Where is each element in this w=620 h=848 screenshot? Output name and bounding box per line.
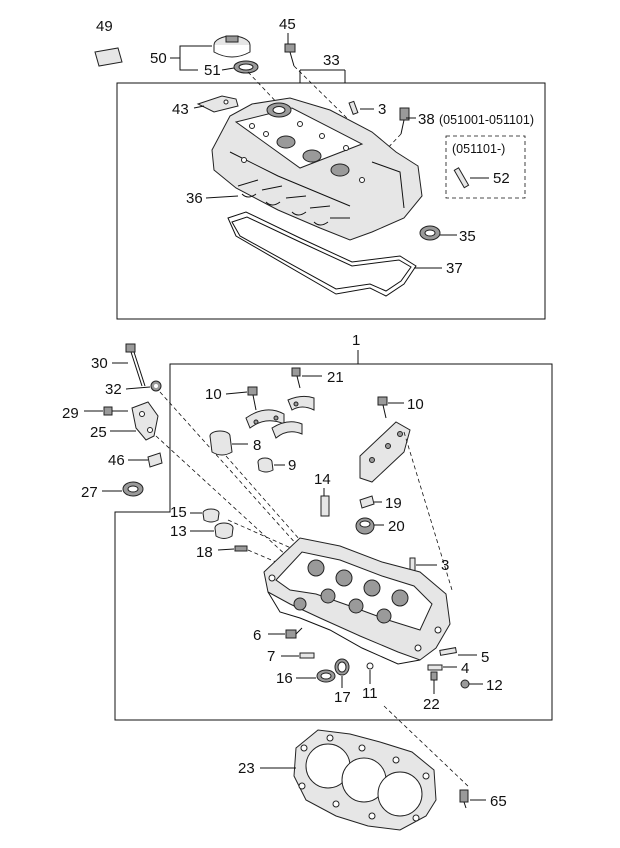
part-7-stud (299, 652, 315, 659)
callout-45: 45 (279, 16, 296, 33)
callout-6: 6 (253, 627, 261, 644)
callout-11: 11 (362, 685, 378, 702)
callout-43: 43 (172, 101, 189, 118)
callout-50: 50 (150, 50, 167, 67)
callout-14: 14 (314, 471, 331, 488)
part-19-keeper (359, 495, 375, 509)
part-35-seal (419, 225, 441, 241)
part-65-sensor (459, 789, 469, 809)
part-10-bolt-right (377, 396, 388, 419)
part-46-clip (147, 452, 163, 468)
part-51-cap-gasket (233, 60, 259, 74)
part-8-tappet (209, 430, 233, 456)
part-33-valve-cover (211, 97, 423, 241)
part-50-oil-filler-cap (213, 35, 251, 58)
callout-3-bottom: 3 (441, 557, 449, 574)
part-4-stud (427, 664, 443, 671)
callout-33: 33 (323, 52, 340, 69)
part-1-cylinder-head (263, 537, 451, 665)
callout-15: 15 (170, 504, 187, 521)
part-6-plug (285, 627, 303, 639)
callout-10-left: 10 (205, 386, 222, 403)
callout-3-top: 3 (378, 101, 386, 118)
part-32-washer (150, 380, 162, 392)
camshaft-bearing-caps (245, 395, 315, 439)
part-38-sensor (399, 107, 410, 135)
callout-52-range: (051101-) (452, 142, 505, 156)
callout-16: 16 (276, 670, 293, 687)
part-3-dowel-pin (348, 100, 359, 115)
part-18-pin (234, 545, 248, 552)
part-30-head-bolt (125, 343, 146, 387)
callout-8: 8 (253, 437, 261, 454)
callout-49: 49 (96, 18, 113, 35)
part-21-bolt (291, 367, 301, 389)
part-45-bolt (284, 43, 296, 67)
callout-35: 35 (459, 228, 476, 245)
callout-18: 18 (196, 544, 213, 561)
callout-32: 32 (105, 381, 122, 398)
part-29-bolt (103, 406, 128, 416)
part-43-bracket (196, 95, 239, 113)
part-22-plug (430, 671, 438, 681)
callout-19: 19 (385, 495, 402, 512)
callout-9: 9 (288, 457, 296, 474)
camshaft-front-cap (359, 421, 411, 483)
part-23-head-gasket (293, 729, 437, 831)
callout-29: 29 (62, 405, 79, 422)
part-10-bolt-left (247, 386, 258, 411)
part-36-spark-plug-gaskets (237, 179, 350, 226)
part-17-oring (334, 658, 350, 676)
callout-25: 25 (90, 424, 107, 441)
callout-1: 1 (352, 332, 360, 349)
part-12-plug (460, 679, 470, 689)
head-group-frame (114, 363, 553, 721)
callout-22: 22 (423, 696, 440, 713)
part-52-pin (453, 167, 470, 189)
callout-5: 5 (481, 649, 489, 666)
callout-51: 51 (204, 62, 221, 79)
part-11-ball (366, 662, 374, 670)
callout-4: 4 (461, 660, 469, 677)
part-5-stud (439, 647, 457, 656)
part-13-valve-spring (214, 522, 234, 539)
callout-23: 23 (238, 760, 255, 777)
callout-13: 13 (170, 523, 187, 540)
part-20-valve-stem-seal (355, 517, 375, 535)
part-25-bracket (131, 401, 159, 441)
callout-52: 52 (493, 170, 510, 187)
cover-group-frame (116, 82, 546, 320)
callout-36: 36 (186, 190, 203, 207)
part-16-seal (316, 669, 336, 683)
part-9-shim (257, 457, 274, 473)
callout-17: 17 (334, 689, 351, 706)
callout-12: 12 (486, 677, 503, 694)
callout-38: 38 (418, 111, 435, 128)
callout-21: 21 (327, 369, 344, 386)
callout-46: 46 (108, 452, 125, 469)
callout-27: 27 (81, 484, 98, 501)
callout-20: 20 (388, 518, 405, 535)
part-49-label-sticker (94, 47, 123, 67)
part-15-spring-seat (202, 508, 220, 523)
part-14-valve-guide (320, 495, 330, 517)
callout-37: 37 (446, 260, 463, 277)
callout-30: 30 (91, 355, 108, 372)
callout-38-range: (051001-051101) (439, 113, 534, 127)
part-27-seal (122, 481, 144, 497)
callout-65: 65 (490, 793, 507, 810)
part-37-cover-gasket (227, 211, 417, 297)
callout-10-right: 10 (407, 396, 424, 413)
callout-7: 7 (267, 648, 275, 665)
